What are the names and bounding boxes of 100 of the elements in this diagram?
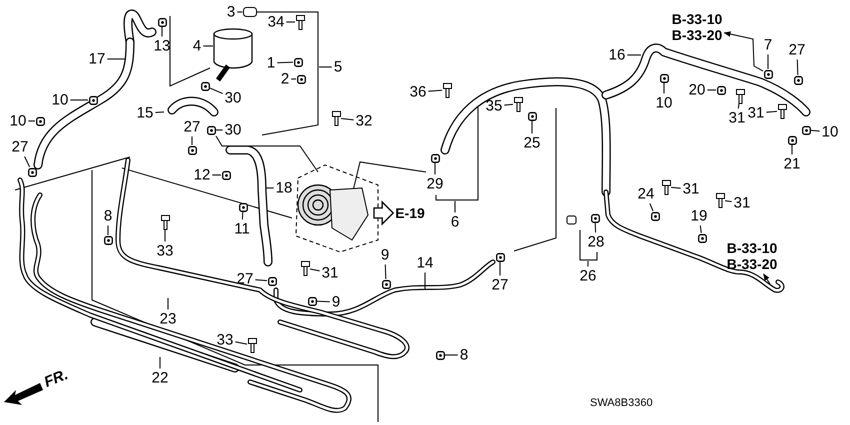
callout-number: 9 <box>380 248 390 262</box>
clip-icon <box>158 18 166 26</box>
leader-line <box>424 272 426 290</box>
leader-line <box>310 268 320 272</box>
callout-number: 21 <box>784 156 800 172</box>
clip-icon <box>238 202 248 212</box>
leader-line <box>234 341 248 345</box>
callout-number: 25 <box>524 136 540 150</box>
bolt-icon <box>248 338 256 352</box>
callout-number: 14 <box>416 256 434 270</box>
callout-number: 28 <box>588 234 604 250</box>
leader-line <box>316 300 330 302</box>
clip-icon <box>528 112 536 120</box>
cap-icon <box>243 7 257 17</box>
clip-icon <box>802 126 810 134</box>
leader-line <box>210 88 224 94</box>
callout-number: 8 <box>104 208 112 224</box>
bolt-icon <box>442 82 452 98</box>
clip-icon <box>200 82 210 90</box>
arrow <box>763 273 770 284</box>
clip-icon <box>222 170 230 180</box>
bolt-icon <box>514 96 522 112</box>
callout-number: 23 <box>160 312 176 326</box>
arrow <box>724 31 764 72</box>
leader-line <box>594 222 596 233</box>
bolt-icon <box>778 104 786 118</box>
leader-line <box>24 156 30 168</box>
callout-number: 5 <box>334 60 342 74</box>
leader-line <box>254 279 268 282</box>
leader-line <box>290 78 296 80</box>
callout-number: 19 <box>690 208 708 224</box>
callout-number: 27 <box>12 140 28 154</box>
leader-line <box>700 225 702 234</box>
clip-icon <box>294 58 302 66</box>
clip-icon <box>268 276 276 286</box>
clip-icon <box>104 236 112 244</box>
leader-line <box>444 354 458 356</box>
reference-label: B-33-20 <box>726 256 778 272</box>
leader-line <box>164 230 166 242</box>
callout-number: 4 <box>192 38 202 54</box>
callout-number: 27 <box>788 42 806 58</box>
bolt-icon <box>300 260 310 276</box>
callout-number: 31 <box>734 196 750 210</box>
callout-number: 10 <box>656 96 672 110</box>
reference-label: B-33-10 <box>672 11 722 27</box>
callout-number: 36 <box>410 84 426 100</box>
callout-number: 31 <box>322 266 338 280</box>
reference-label: B-33-20 <box>672 27 722 43</box>
reference-label: B-33-10 <box>726 240 778 256</box>
leader-line <box>434 162 436 175</box>
callout-number: 2 <box>280 72 290 86</box>
clip-icon <box>496 252 504 262</box>
callout-number: 20 <box>688 82 706 98</box>
callout-number: 10 <box>52 92 68 108</box>
callout-number: 8 <box>460 348 468 362</box>
clip-icon <box>698 234 706 242</box>
clip-icon <box>716 86 726 94</box>
callout-number: 12 <box>194 168 210 182</box>
leader-line <box>626 54 642 56</box>
callout-number: 7 <box>764 38 772 52</box>
part-code: SWA8B3360 <box>590 397 653 409</box>
callout-number: 17 <box>88 52 106 66</box>
leader-line <box>106 58 126 60</box>
callout-number: 13 <box>154 38 170 54</box>
clip-icon <box>660 74 668 82</box>
clip-icon <box>296 74 306 84</box>
leader-line <box>766 110 778 113</box>
clip-icon <box>650 212 660 220</box>
leader-line <box>28 120 36 122</box>
callout-number: 29 <box>426 176 444 192</box>
leader-line <box>796 59 798 76</box>
leader-line <box>738 104 740 109</box>
callout-number: 9 <box>332 294 340 310</box>
callout-number: 27 <box>184 120 200 134</box>
leader-line <box>154 112 164 113</box>
callout-number: 18 <box>276 180 292 196</box>
callout-number: 3 <box>226 4 236 20</box>
callout-number: 32 <box>356 114 372 128</box>
clip-icon <box>788 136 796 144</box>
callout-number: 15 <box>136 106 154 120</box>
leader-line <box>318 66 332 68</box>
callout-number: 30 <box>224 90 242 106</box>
leader-line <box>810 130 820 132</box>
callout-number: 26 <box>580 268 596 284</box>
block-arrow <box>373 200 394 226</box>
callout-number: 24 <box>638 186 654 202</box>
callout-number: 34 <box>268 14 284 30</box>
clip-icon <box>88 96 98 104</box>
callout-number: 22 <box>152 370 168 386</box>
bolt-icon <box>736 88 744 104</box>
leader-line <box>724 200 732 202</box>
clip-icon <box>188 146 196 154</box>
reference-label: E-19 <box>395 205 425 221</box>
leader-line <box>428 90 442 92</box>
leader-line <box>340 118 354 120</box>
bolt-icon <box>332 110 340 126</box>
clip-icon <box>764 70 772 78</box>
leader-line <box>276 62 294 64</box>
clip-icon <box>308 296 316 306</box>
clip-icon <box>36 116 44 126</box>
